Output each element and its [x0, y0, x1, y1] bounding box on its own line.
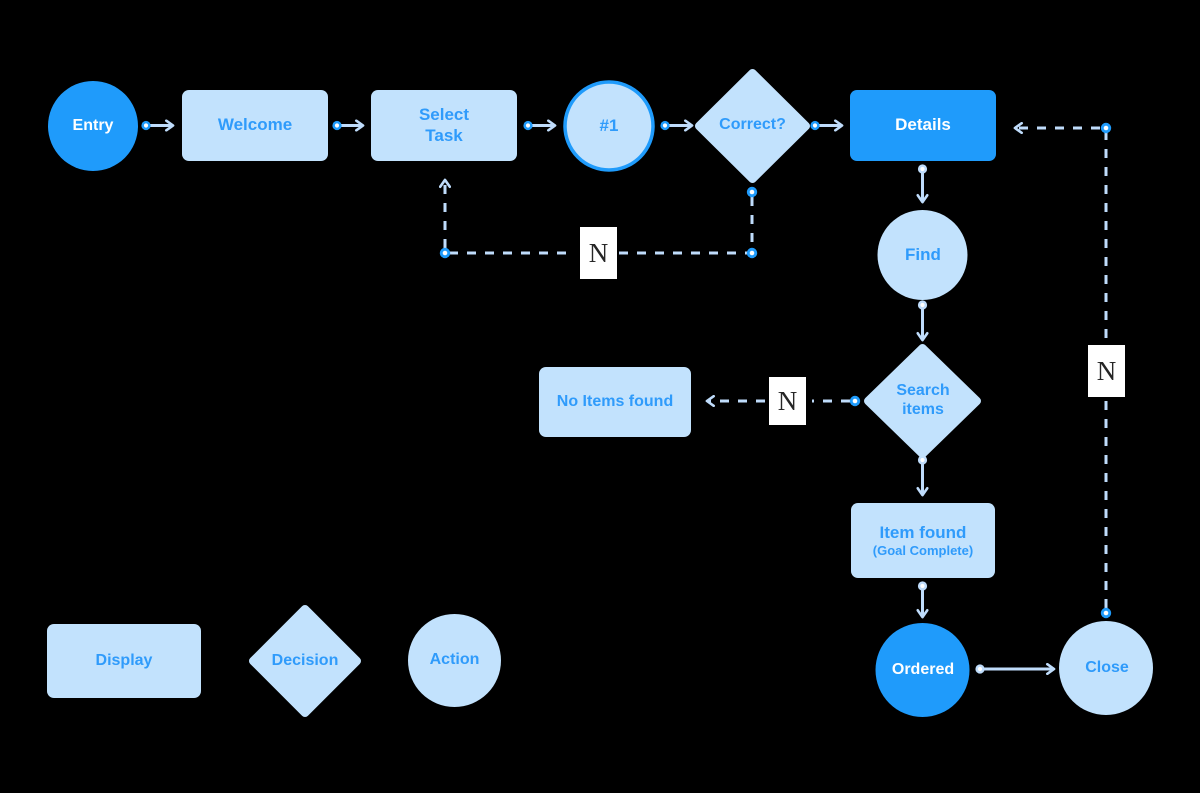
node-shape-details[interactable]	[850, 90, 996, 161]
edge-correct-no-to-select-task	[440, 180, 758, 259]
node-shape-welcome[interactable]	[182, 90, 328, 161]
node-shape-close[interactable]	[1059, 621, 1153, 715]
edge-details-to-find	[918, 164, 927, 202]
edge-close-no-to-details	[1015, 123, 1112, 619]
edge-correct-to-details	[810, 121, 842, 130]
node-shape-search-items[interactable]	[864, 344, 981, 458]
legend-shape-decision	[249, 605, 361, 717]
legend-shape-action	[408, 614, 501, 707]
legend-shape-display	[47, 624, 201, 698]
edge-select-task-to-step-one	[523, 121, 555, 130]
node-shape-no-items[interactable]	[539, 367, 691, 437]
edge-welcome-to-select-task	[332, 121, 363, 130]
node-shape-entry[interactable]	[48, 81, 138, 171]
node-shape-step-one[interactable]	[563, 80, 655, 172]
node-shape-select-task[interactable]	[371, 90, 517, 161]
edge-search-no-to-no-items	[707, 396, 861, 406]
node-shape-correct[interactable]	[695, 69, 810, 183]
edge-search-to-item-found	[918, 455, 927, 495]
edge-step-one-to-correct	[660, 121, 692, 130]
edge-badge-search-no: N	[769, 377, 806, 425]
edge-badge-close-no: N	[1088, 345, 1125, 397]
node-shape-find[interactable]	[877, 210, 968, 300]
edge-item-found-to-ordered	[918, 581, 927, 617]
edge-entry-to-welcome	[141, 121, 173, 130]
edge-find-to-search-items	[918, 300, 927, 340]
node-shape-ordered[interactable]	[875, 623, 970, 717]
edge-badge-correct-no: N	[580, 227, 617, 279]
edge-ordered-to-close	[975, 664, 1054, 673]
node-shape-item-found[interactable]	[851, 503, 995, 578]
